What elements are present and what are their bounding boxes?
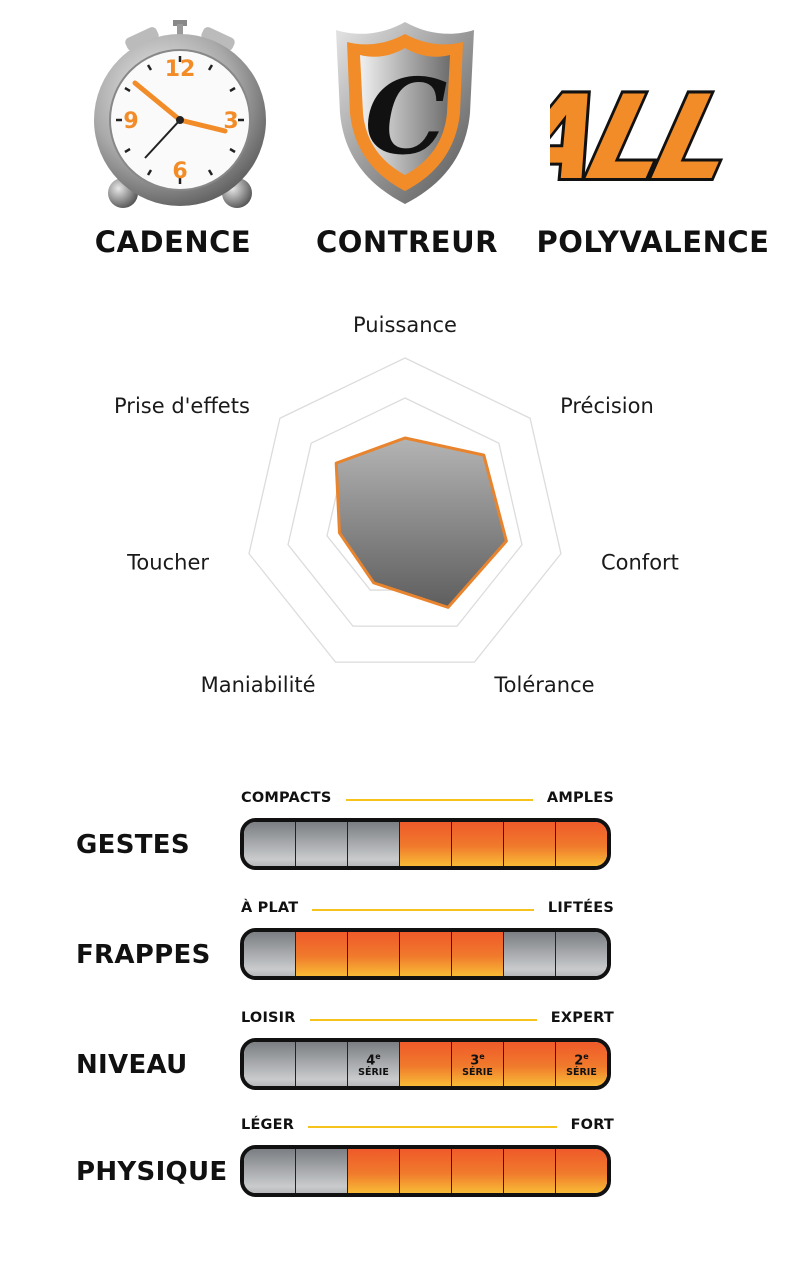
serie-number: 4e <box>366 1051 381 1069</box>
scale-connector-line <box>309 1019 537 1021</box>
serie-text: SÉRIE <box>462 1067 493 1079</box>
all-text-logo: ALL <box>550 68 745 208</box>
scale-segment <box>400 1149 452 1193</box>
radar-axis-label: Prise d'effets <box>114 394 250 418</box>
scale-title: FRAPPES <box>76 940 211 970</box>
radar-grid-ring <box>287 397 523 627</box>
scale-left-label: LOISIR <box>241 1010 296 1026</box>
scale-segment <box>348 1149 400 1193</box>
scale-title: PHYSIQUE <box>76 1157 228 1187</box>
scale-right-label: AMPLES <box>546 790 614 806</box>
scale-segment <box>504 1042 556 1086</box>
alarm-clock-icon: 12 3 6 9 <box>94 20 266 208</box>
scale-segment <box>504 1149 556 1193</box>
scale-segment <box>400 822 452 866</box>
scale-segment <box>244 932 296 976</box>
scale-segment <box>400 932 452 976</box>
scale-right-label: EXPERT <box>550 1010 614 1026</box>
badge-label-polyvalence: POLYVALENCE <box>536 225 770 259</box>
radar-axis-label: Maniabilité <box>201 673 316 697</box>
shield-c-icon: C <box>336 22 474 204</box>
scale-connector-line <box>312 909 534 911</box>
scale-segment <box>556 822 607 866</box>
scale-left-label: LÉGER <box>241 1117 295 1133</box>
clock-number-6: 6 <box>172 159 187 184</box>
scale-segment <box>296 1042 348 1086</box>
scale-bar <box>240 1145 611 1197</box>
serie-number: 2e <box>574 1051 589 1069</box>
scale-segment <box>348 822 400 866</box>
scale-segment <box>556 1149 607 1193</box>
scale-segment <box>504 932 556 976</box>
shield-letter: C <box>365 55 448 178</box>
scale-segment <box>296 822 348 866</box>
scale-segment <box>452 1149 504 1193</box>
radar-axis-label: Confort <box>601 551 679 575</box>
cadence-badge: 12 3 6 9 <box>55 18 305 213</box>
scale-segment <box>504 822 556 866</box>
scale-connector-line <box>345 799 533 801</box>
radar-axis-label: Tolérance <box>493 673 594 697</box>
scale-right-label: FORT <box>570 1117 614 1133</box>
badge-label-cadence: CADENCE <box>94 225 252 259</box>
scale-segment <box>244 1149 296 1193</box>
radar-series <box>334 436 508 609</box>
scale-segment <box>452 932 504 976</box>
badge-label-contreur: CONTREUR <box>315 225 499 259</box>
scale-segment <box>556 932 607 976</box>
radar-grid-ring <box>248 357 562 663</box>
clock-number-3: 3 <box>223 109 238 134</box>
scale-left-label: À PLAT <box>241 900 299 916</box>
scale-right-label: LIFTÉES <box>547 900 614 916</box>
radar-axis-label: Précision <box>560 394 654 418</box>
contreur-badge: C <box>280 18 530 208</box>
scale-segment <box>296 932 348 976</box>
clock-number-9: 9 <box>123 109 138 134</box>
clock-number-12: 12 <box>165 57 196 82</box>
scale-segment <box>244 822 296 866</box>
radar-series-area <box>334 436 508 609</box>
scale-title: GESTES <box>76 830 190 860</box>
radar-axis-label: Puissance <box>353 313 457 337</box>
scale-bar <box>240 818 611 870</box>
scale-segment <box>452 822 504 866</box>
scale-segment <box>348 932 400 976</box>
scale-gestes: GESTES COMPACTS AMPLES <box>0 790 810 890</box>
scale-segment <box>244 1042 296 1086</box>
serie-text: SÉRIE <box>566 1067 597 1079</box>
serie-text: SÉRIE <box>358 1067 389 1079</box>
radar-axis-label: Toucher <box>126 551 209 575</box>
scale-segment <box>296 1149 348 1193</box>
polyvalence-badge: ALL <box>530 18 780 208</box>
all-logo-text: ALL <box>550 71 742 206</box>
scale-frappes: FRAPPES À PLAT LIFTÉES <box>0 900 810 1000</box>
scale-segment <box>400 1042 452 1086</box>
scale-physique: PHYSIQUE LÉGER FORT <box>0 1117 810 1217</box>
scale-left-label: COMPACTS <box>241 790 332 806</box>
scale-connector-line <box>308 1126 557 1128</box>
scale-title: NIVEAU <box>76 1050 188 1080</box>
scale-bar <box>240 928 611 980</box>
serie-number: 3e <box>470 1051 485 1069</box>
